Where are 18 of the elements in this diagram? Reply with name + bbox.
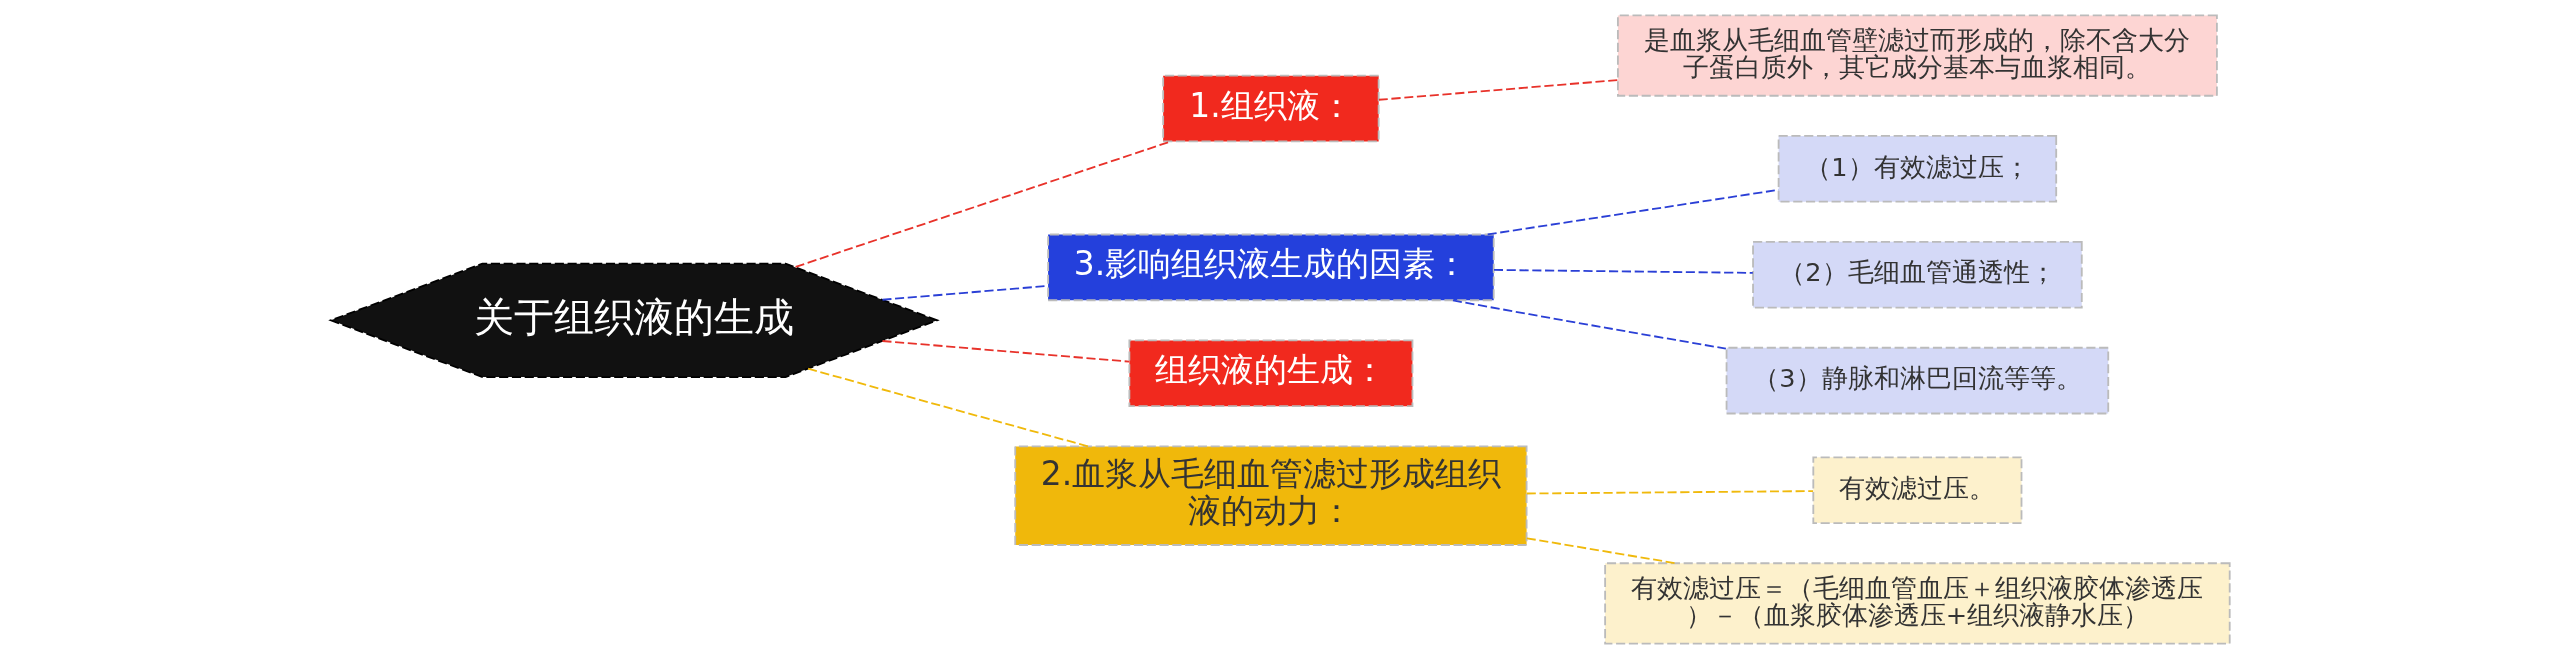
connector: [1451, 299, 1727, 350]
node-box: （1）有效滤过压；: [1777, 135, 2057, 203]
node-box: 有效滤过压。: [1811, 456, 2022, 524]
node-box: 组织液的生成：: [1127, 339, 1413, 408]
node-box: 1.组织液：: [1161, 74, 1380, 143]
connector: [1492, 269, 1754, 274]
connector: [1525, 490, 1814, 495]
node-box: 有效滤过压＝（毛细血管血压＋组织液胶体渗透压）－（血浆胶体渗透压+组织液静水压）: [1603, 562, 2231, 645]
node-box: 是血浆从毛细血管壁滤过而形成的，除不含大分子蛋白质外，其它成分基本与血浆相同。: [1616, 14, 2218, 97]
node-box: 2.血浆从毛细血管滤过形成组织液的动力：: [1013, 445, 1527, 546]
connector: [806, 367, 1089, 448]
node-box: 3.影响组织液生成的因素：: [1046, 233, 1495, 302]
connector: [1486, 188, 1779, 236]
connector: [1377, 79, 1619, 101]
node-box: （3）静脉和淋巴回流等等。: [1725, 346, 2109, 415]
node-box: （2）毛细血管通透性；: [1751, 240, 2083, 309]
connector: [1525, 537, 1676, 565]
connector: [881, 340, 1130, 363]
